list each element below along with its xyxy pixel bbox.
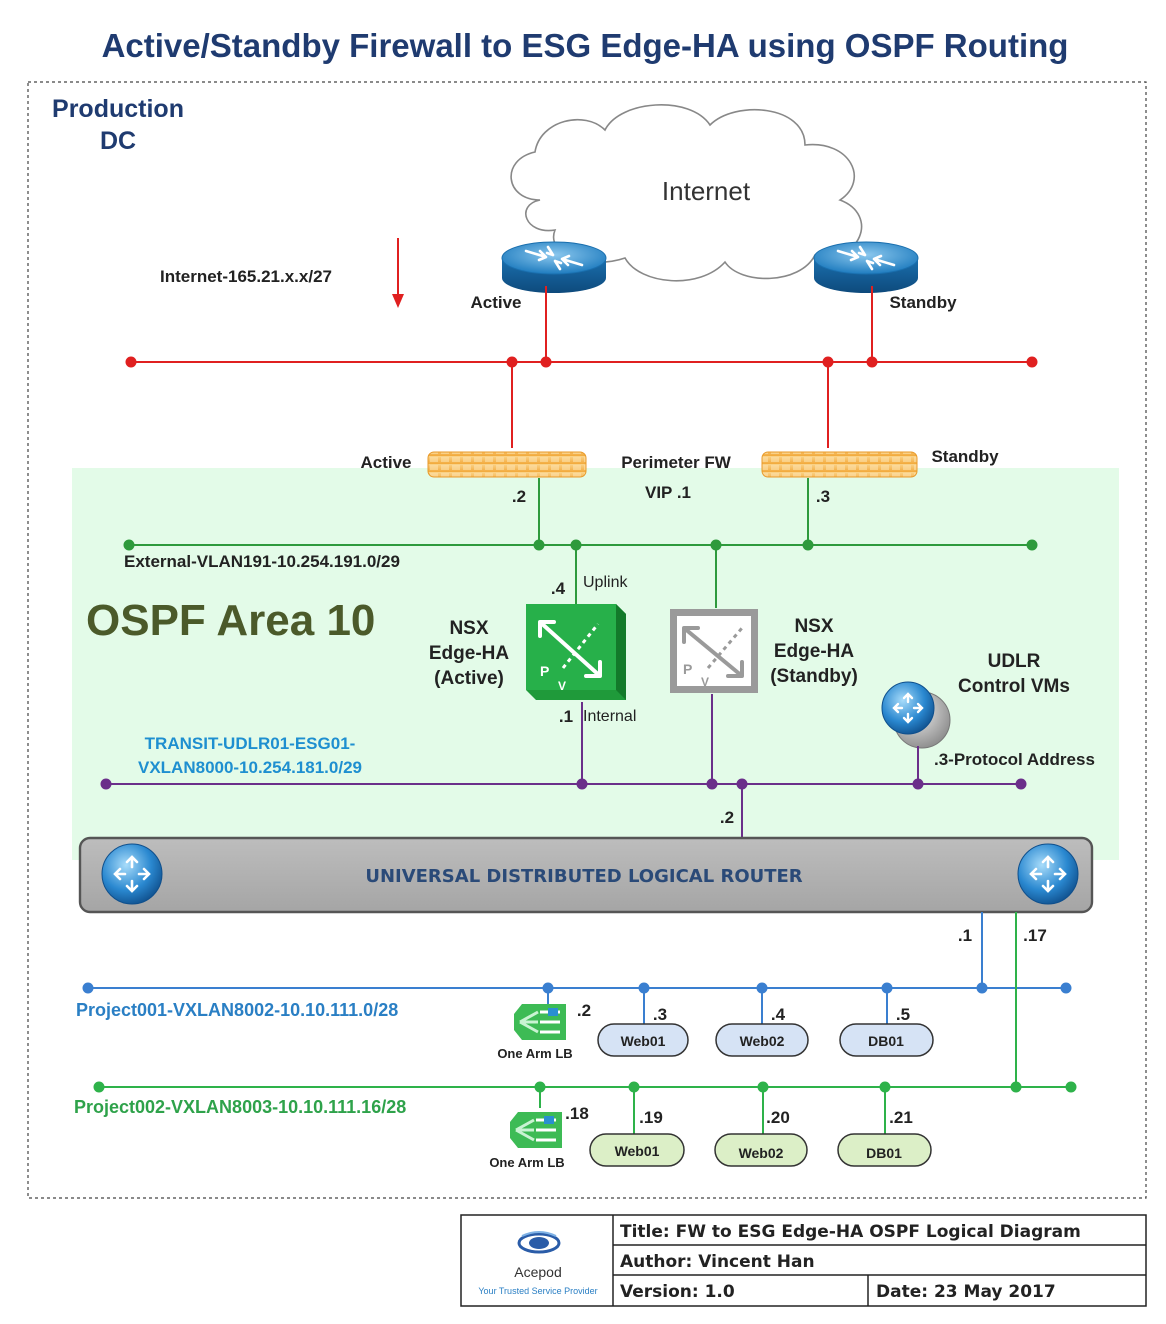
diagram-title: Active/Standby Firewall to ESG Edge-HA u… [102, 27, 1069, 64]
nsx-uplink-ip: .4 [551, 579, 566, 598]
nsx-active-label-2: Edge-HA [429, 643, 510, 664]
nsx-internal-label: Internal [583, 708, 636, 725]
nsx-standby-label-3: (Standby) [770, 666, 858, 687]
legend-block [460, 1214, 1147, 1307]
firewall-standby-label: Standby [931, 447, 999, 466]
svg-text:Web02: Web02 [740, 1033, 785, 1049]
project2-web02-ip: .20 [766, 1108, 790, 1127]
legend-title: Title: FW to ESG Edge-HA OSPF Logical Di… [620, 1222, 1081, 1242]
svg-text:Web01: Web01 [615, 1143, 660, 1159]
svg-text:Web01: Web01 [621, 1033, 666, 1049]
acepod-logo-icon [517, 1231, 561, 1254]
project1-vm-web02: Web02 [715, 1023, 809, 1057]
svg-text:Web02: Web02 [739, 1145, 784, 1161]
external-vlan-label: External-VLAN191-10.254.191.0/29 [124, 552, 400, 571]
project1-vm-web01: Web01 [597, 1023, 689, 1057]
internet-active-label: Active [470, 293, 521, 312]
nsx-edge-active-icon: P V [526, 604, 626, 700]
project2-vm-web01: Web01 [589, 1133, 685, 1167]
ospf-area-label: OSPF Area 10 [86, 596, 375, 645]
udlr-transit-ip: .2 [720, 808, 734, 827]
nsx-standby-label-2: Edge-HA [774, 641, 855, 662]
legend-tagline: Your Trusted Service Provider [478, 1286, 597, 1296]
project2-lb-ip: .18 [565, 1104, 589, 1123]
internet-standby-label: Standby [889, 293, 957, 312]
nsx-internal-ip: .1 [559, 707, 573, 726]
svg-text:DB01: DB01 [866, 1145, 902, 1161]
udlr-bar [78, 836, 1094, 914]
project1-db01-ip: .5 [896, 1005, 910, 1024]
legend-date: Date: 23 May 2017 [876, 1282, 1056, 1302]
udlr-control-vm-icon [881, 681, 951, 749]
project2-web01-ip: .19 [639, 1108, 663, 1127]
external-vlan-segment [123, 478, 1038, 608]
internet-router-standby [813, 241, 919, 293]
nsx-active-label-3: (Active) [434, 668, 504, 689]
perimeter-fw-label: Perimeter FW [621, 453, 732, 472]
nsx-standby-label: NSX [794, 616, 833, 637]
nsx-uplink-label: Uplink [583, 574, 628, 591]
transit-label-2: VXLAN8000-10.254.181.0/29 [138, 758, 362, 777]
udlr-label: UNIVERSAL DISTRIBUTED LOGICAL ROUTER [365, 866, 802, 887]
project1-lb-label: One Arm LB [497, 1046, 572, 1061]
internet-segment [125, 286, 1038, 448]
project2-label: Project002-VXLAN8003-10.10.111.16/28 [74, 1097, 406, 1117]
down-arrow-icon [392, 238, 404, 308]
firewall-standby-ip: .3 [816, 487, 830, 506]
production-dc-frame [27, 81, 1147, 1199]
project2-lb-icon [510, 1112, 562, 1148]
nsx-active-label: NSX [449, 618, 488, 639]
udlr-left-router-icon [101, 843, 163, 905]
project1-lb-icon [514, 1004, 566, 1040]
transit-segment [100, 694, 1027, 838]
udlr-protocol-address: .3-Protocol Address [934, 750, 1095, 769]
udlr-right-router-icon [1017, 843, 1079, 905]
svg-text:V: V [558, 679, 566, 693]
udlr-project2-ip: .17 [1023, 926, 1047, 945]
project2-segment [93, 912, 1077, 1134]
svg-text:V: V [701, 675, 709, 689]
project1-label: Project001-VXLAN8002-10.10.111.0/28 [76, 1000, 398, 1020]
svg-text:P: P [683, 661, 692, 677]
project1-web02-ip: .4 [771, 1005, 786, 1024]
svg-text:P: P [540, 663, 549, 679]
firewall-active-ip: .2 [512, 487, 526, 506]
udlr-control-label-2: Control VMs [958, 676, 1070, 697]
udlr-control-label: UDLR [988, 651, 1041, 672]
firewall-active-label: Active [360, 453, 411, 472]
legend-version: Version: 1.0 [620, 1282, 735, 1302]
project2-vm-web02: Web02 [714, 1133, 808, 1167]
legend-company: Acepod [514, 1264, 561, 1280]
legend-author: Author: Vincent Han [620, 1252, 815, 1272]
nsx-edge-standby-icon: P V [670, 609, 758, 693]
production-dc-label: Production [52, 95, 184, 123]
transit-label: TRANSIT-UDLR01-ESG01- [145, 734, 356, 753]
firewall-active [427, 451, 587, 478]
firewall-standby [761, 451, 918, 478]
svg-text:DB01: DB01 [868, 1033, 904, 1049]
internet-router-active [501, 241, 607, 293]
project2-vm-db01: DB01 [837, 1133, 932, 1167]
project1-web01-ip: .3 [653, 1005, 667, 1024]
production-dc-label-2: DC [100, 127, 136, 155]
project2-lb-label: One Arm LB [489, 1155, 564, 1170]
internet-subnet-label: Internet-165.21.x.x/27 [160, 267, 332, 286]
internet-label: Internet [662, 176, 751, 206]
project1-lb-ip: .2 [577, 1001, 591, 1020]
udlr-project1-ip: .1 [958, 926, 972, 945]
project1-vm-db01: DB01 [839, 1023, 934, 1057]
project2-db01-ip: .21 [889, 1108, 913, 1127]
internet-cloud: Internet [510, 104, 863, 282]
perimeter-vip-label: VIP .1 [645, 483, 691, 502]
